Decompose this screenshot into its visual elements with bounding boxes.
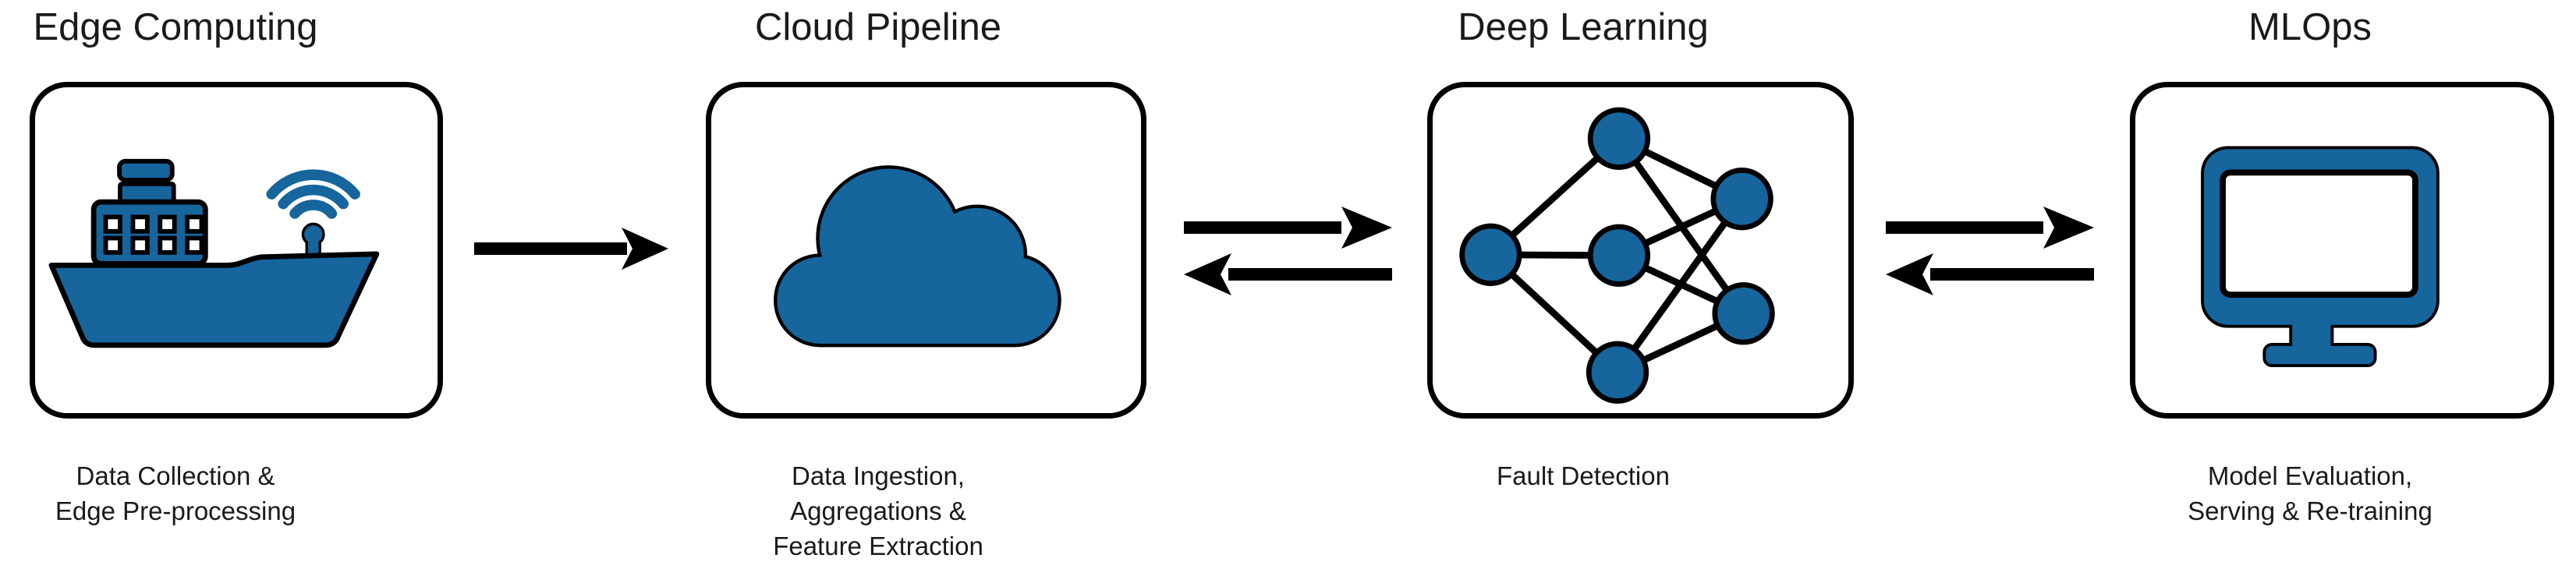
stage-title-cloud-pipeline: Cloud Pipeline xyxy=(755,6,1001,48)
stage-box-cloud-pipeline xyxy=(706,82,1146,419)
ship-windows xyxy=(103,214,204,255)
wifi-signal-icon xyxy=(266,169,360,219)
stage-caption-deep-learning: Fault Detection xyxy=(1497,461,1670,490)
stage-title-mlops: MLOps xyxy=(2248,6,2372,48)
ship-wifi-icon xyxy=(48,158,380,348)
arrow-right-icon xyxy=(1184,207,1392,249)
arrow-left-icon xyxy=(1184,253,1392,295)
stage-title-deep-learning: Deep Learning xyxy=(1458,6,1709,48)
monitor-screen xyxy=(2220,169,2418,298)
arrow-right-icon xyxy=(1886,207,2094,249)
arrow-right-icon xyxy=(474,228,668,270)
network-nodes xyxy=(1459,107,1775,404)
arrow-left-icon xyxy=(1886,253,2094,295)
arrow-bidirectional-icon xyxy=(1886,207,2094,295)
stage-caption-mlops: Model Evaluation, Serving & Re-training xyxy=(2188,461,2432,525)
stage-box-mlops xyxy=(2130,82,2554,419)
computer-monitor-icon xyxy=(2201,146,2440,367)
neural-network-icon xyxy=(1459,107,1775,404)
stage-caption-cloud-pipeline: Data Ingestion, Aggregations & Feature E… xyxy=(773,461,983,560)
cloud-icon xyxy=(774,165,1061,348)
stage-caption-edge-computing: Data Collection & Edge Pre-processing xyxy=(55,461,296,525)
stage-title-edge-computing: Edge Computing xyxy=(33,6,318,48)
stage-box-edge-computing xyxy=(30,82,443,419)
stage-box-deep-learning xyxy=(1427,82,1854,419)
arrow-bidirectional-icon xyxy=(1184,207,1392,295)
